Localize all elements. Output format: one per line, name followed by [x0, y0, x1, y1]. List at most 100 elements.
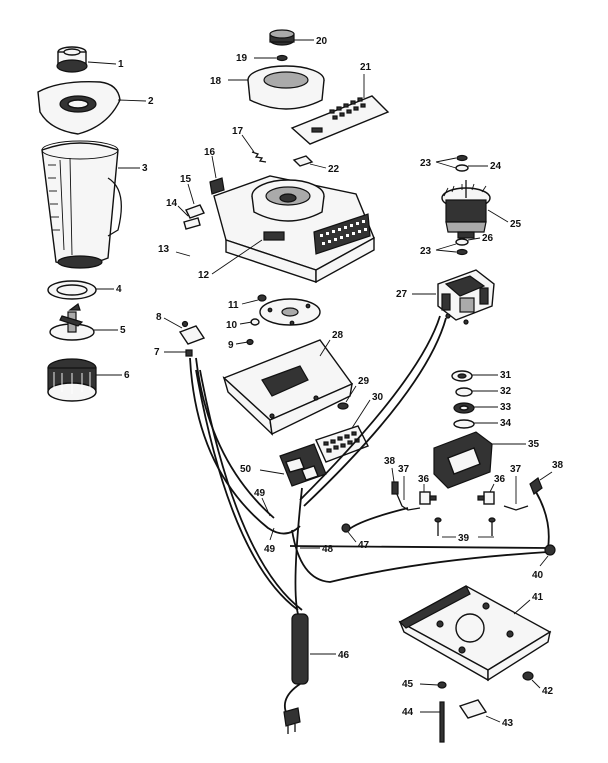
callout-38-left: 38 — [384, 456, 396, 467]
foot-42 — [522, 671, 534, 681]
callout-21: 21 — [360, 62, 372, 73]
callout-1: 1 — [118, 59, 124, 70]
callout-13: 13 — [158, 244, 170, 255]
nut-10 — [250, 318, 260, 326]
callout-9: 9 — [228, 340, 234, 351]
clip-14 — [183, 217, 201, 230]
spring-17 — [251, 151, 267, 163]
callout-30: 30 — [372, 392, 384, 403]
bearing-32 — [455, 387, 473, 397]
callout-7: 7 — [154, 347, 160, 358]
callout-31: 31 — [500, 370, 512, 381]
switch-button-16 — [209, 177, 225, 195]
brush-springs — [395, 491, 529, 511]
blender-jar — [41, 140, 122, 269]
callout-35: 35 — [528, 439, 540, 450]
callout-46: 46 — [338, 650, 350, 661]
field-stator — [437, 269, 495, 325]
callout-34: 34 — [500, 418, 512, 429]
callout-26: 26 — [482, 233, 494, 244]
bracket-35 — [433, 431, 493, 489]
callout-14: 14 — [166, 198, 178, 209]
washer-34 — [453, 419, 475, 429]
callout-49-upper: 49 — [254, 488, 266, 499]
callout-23-bottom: 23 — [420, 246, 432, 257]
fuse-holder-8 — [178, 320, 206, 345]
grommet-29 — [337, 402, 349, 410]
jar-gasket — [47, 280, 97, 300]
callout-48: 48 — [322, 544, 334, 555]
callout-10: 10 — [226, 320, 238, 331]
callout-20: 20 — [316, 36, 328, 47]
jar-base-collar — [47, 358, 97, 402]
callout-19: 19 — [236, 53, 248, 64]
callout-32: 32 — [500, 386, 512, 397]
circuit-board — [315, 425, 369, 463]
base-plate — [398, 585, 552, 682]
armature — [441, 180, 491, 239]
screws-39 — [434, 517, 496, 536]
jar-lid — [37, 81, 121, 135]
callout-36-left: 36 — [418, 474, 430, 485]
callout-18: 18 — [210, 76, 222, 87]
switch-slide-15 — [185, 204, 205, 219]
screw-44 — [439, 701, 445, 743]
callout-6: 6 — [124, 370, 130, 381]
washer-19 — [276, 54, 288, 62]
callout-44: 44 — [402, 707, 414, 718]
control-decal-panel — [290, 95, 390, 145]
callout-37-left: 37 — [398, 464, 410, 475]
terminal-7 — [185, 349, 193, 357]
bearing-plate — [259, 298, 321, 326]
callout-37-right: 37 — [510, 464, 522, 475]
washer-45 — [437, 681, 447, 689]
power-cord — [195, 369, 309, 734]
callout-36-right: 36 — [494, 474, 506, 485]
callout-40: 40 — [532, 570, 544, 581]
switch-assembly-50 — [279, 443, 327, 487]
callout-47: 47 — [358, 540, 370, 551]
callout-5: 5 — [120, 325, 126, 336]
callout-22: 22 — [328, 164, 340, 175]
callout-17: 17 — [232, 126, 244, 137]
callout-29: 29 — [358, 376, 370, 387]
drive-coupler — [269, 29, 295, 46]
callout-50: 50 — [240, 464, 252, 475]
callout-23-top: 23 — [420, 158, 432, 169]
callout-39: 39 — [458, 533, 470, 544]
brush-holders — [419, 491, 495, 505]
callout-28: 28 — [332, 330, 344, 341]
callouts: 1 2 3 4 5 6 7 8 9 10 11 12 13 14 15 16 1 — [87, 36, 564, 729]
callout-2: 2 — [148, 96, 154, 107]
callout-27: 27 — [396, 289, 408, 300]
callout-16: 16 — [204, 147, 216, 158]
callout-45: 45 — [402, 679, 414, 690]
callout-11: 11 — [228, 300, 239, 311]
thrust-washers-top — [455, 154, 469, 172]
motor-housing — [213, 175, 375, 284]
jar-pad-collar — [247, 65, 325, 110]
callout-43: 43 — [502, 718, 514, 729]
callout-49-lower: 49 — [264, 544, 276, 555]
button-22 — [292, 155, 314, 167]
callout-15: 15 — [180, 174, 192, 185]
callout-41: 41 — [532, 592, 544, 603]
grommet-11 — [257, 294, 267, 302]
callout-12: 12 — [198, 270, 210, 281]
label-43 — [458, 699, 488, 719]
jar-cap — [56, 46, 88, 73]
brushes-38 — [391, 477, 543, 495]
bearing-retainer-31 — [451, 370, 473, 382]
callout-25: 25 — [510, 219, 522, 230]
callout-3: 3 — [142, 163, 148, 174]
callout-42: 42 — [542, 686, 554, 697]
shield-plate — [222, 339, 354, 436]
thrust-washers-bottom — [455, 238, 469, 256]
callout-24: 24 — [490, 161, 502, 172]
callout-8: 8 — [156, 312, 162, 323]
blade-assembly — [49, 303, 95, 341]
callout-38-right: 38 — [552, 460, 564, 471]
callout-4: 4 — [116, 284, 122, 295]
